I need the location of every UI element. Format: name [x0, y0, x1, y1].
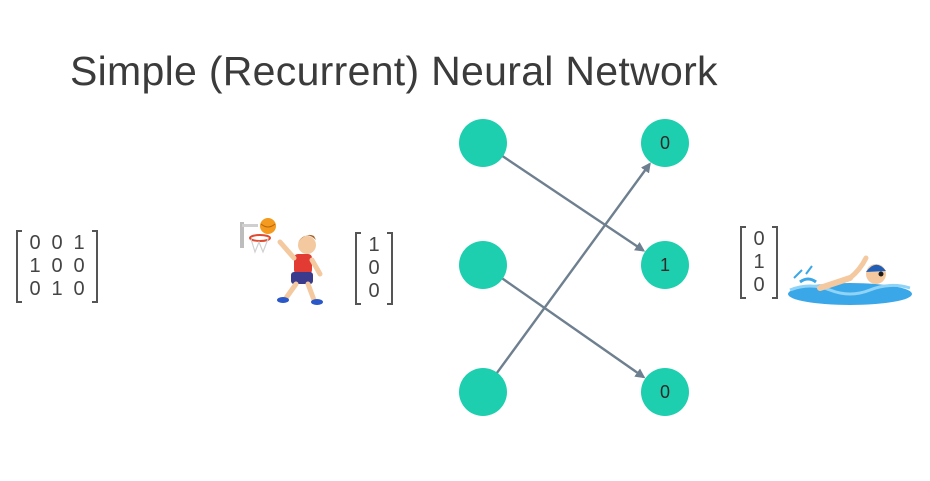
matrix-cell: 1: [29, 255, 41, 277]
vector-cell: 0: [753, 228, 765, 250]
connection-arrow: [498, 275, 646, 379]
vector-cell: 0: [368, 280, 380, 302]
matrix-cell: 0: [51, 232, 63, 254]
weight-matrix: 0 0 1 1 0 0 0 1 0: [16, 230, 98, 303]
vector-cell: 1: [368, 234, 380, 256]
vector-cell: 0: [753, 274, 765, 296]
page-title: Simple (Recurrent) Neural Network: [70, 48, 718, 94]
input-vector: 1 0 0: [355, 232, 393, 305]
input-node: [459, 119, 507, 167]
output-node-label: 0: [660, 133, 670, 153]
output-node: [641, 119, 689, 167]
matrix-cell: 0: [51, 255, 63, 277]
swimmer-icon: [788, 255, 912, 305]
matrix-cell: 0: [29, 232, 41, 254]
matrix-cell: 0: [29, 278, 41, 300]
matrix-cell: 1: [51, 278, 63, 300]
output-node: [641, 368, 689, 416]
connection-arrow: [498, 153, 646, 252]
output-node-label: 1: [660, 255, 670, 275]
vector-cell: 0: [368, 257, 380, 279]
matrix-cell: 0: [73, 255, 85, 277]
matrix-cell: 1: [73, 232, 85, 254]
output-node: [641, 241, 689, 289]
input-node: [459, 368, 507, 416]
output-vector: 0 1 0: [740, 226, 778, 299]
network-nodes: 0 1 0: [459, 119, 689, 416]
input-node: [459, 241, 507, 289]
matrix-cell: 0: [73, 278, 85, 300]
connection-arrow: [493, 162, 651, 377]
basketball-player-icon: [240, 218, 323, 305]
vector-cell: 1: [753, 251, 765, 273]
network-edges: [493, 153, 651, 379]
output-node-label: 0: [660, 382, 670, 402]
